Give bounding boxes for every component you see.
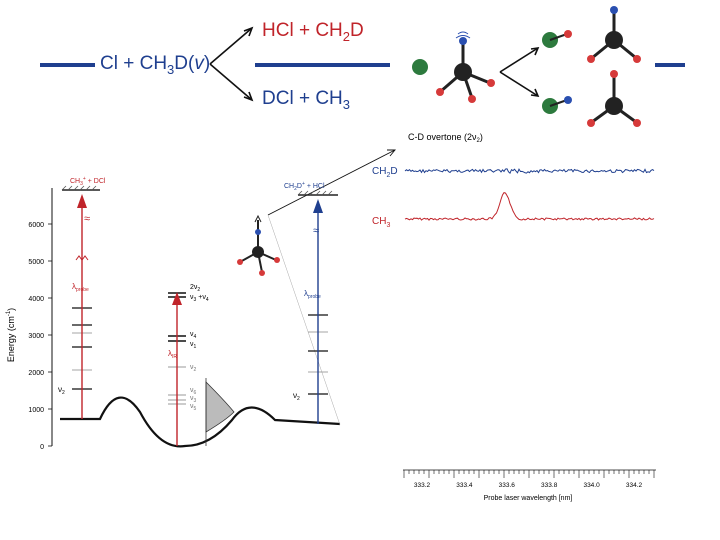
arrow-up — [209, 27, 253, 65]
left-threshold-label: CH3+ + DCl — [70, 176, 106, 187]
mid-v3v4-label: ν3 +ν4 — [190, 294, 209, 303]
wavefunction-shape — [205, 381, 235, 433]
spectrum-xlabel: Probe laser wavelength [nm] — [484, 495, 573, 502]
reactant-level — [40, 63, 95, 67]
potential-curve — [60, 396, 341, 448]
deuterium-atom — [564, 96, 572, 104]
trace-ch2d-label: CH2D — [372, 166, 398, 179]
molecule-cl-ch3d — [412, 31, 495, 103]
hydrogen-atom — [436, 88, 444, 96]
product-top-label: HCl + CH2D — [262, 20, 364, 44]
y-tick-label: 5000 — [28, 259, 44, 266]
y-tick-label: 6000 — [28, 222, 44, 229]
left-v2-label: ν2 — [58, 385, 65, 396]
left-probe-label: λprobe — [72, 282, 89, 293]
molecule-hcl-ch2d — [542, 6, 641, 63]
mid-v6-label: ν6 — [190, 387, 197, 396]
branch-arrows — [209, 26, 540, 102]
trace-ch2d — [404, 168, 655, 175]
mid-v3-label: ν3 — [190, 395, 197, 404]
mid-v1-label: ν1 — [190, 341, 197, 350]
reactant-label: Cl + CH3D(v) — [100, 53, 211, 77]
carbon-atom — [605, 97, 623, 115]
svg-text:≈: ≈ — [313, 225, 319, 237]
y-tick-label: 3000 — [28, 333, 44, 340]
right-v2-label: ν2 — [293, 391, 300, 402]
hydrogen-atom — [487, 79, 495, 87]
ir-label: λIR — [168, 349, 177, 360]
y-tick-label: 1000 — [28, 407, 44, 414]
carbon-atom — [454, 63, 472, 81]
product-bottom-label: DCl + CH3 — [262, 88, 350, 112]
arrowhead-up — [243, 26, 254, 37]
x-tick-label: 333.4 — [456, 482, 473, 489]
deuterium-atom — [610, 6, 618, 14]
y-tick-label: 2000 — [28, 370, 44, 377]
mid-2v2-label: 2ν2 — [190, 284, 200, 293]
arrowhead-mol-up — [530, 47, 540, 56]
spectrum-x-axis: 333.2 333.4 333.6 333.8 334.0 334.2 Probe las… — [403, 469, 656, 502]
hydrogen-atom — [564, 30, 572, 38]
right-probe-label: λprobe — [304, 289, 321, 300]
x-tick-label: 333.8 — [541, 482, 558, 489]
x-tick-label: 334.2 — [626, 482, 643, 489]
left-ladder: ≈ — [61, 185, 100, 419]
y-tick-label: 0 — [40, 444, 44, 451]
right-threshold-label: CH2D+ + HCl — [284, 181, 325, 192]
left-break-mark: ≈ — [84, 213, 90, 225]
y-tick-label: 4000 — [28, 296, 44, 303]
energy-axis: 0 1000 2000 3000 4000 5000 6000 Energy (cm-1) — [6, 188, 53, 451]
arrow-down — [209, 63, 253, 101]
carbon-atom — [605, 31, 623, 49]
vibration-icon — [455, 31, 471, 39]
hydrogen-atom — [610, 70, 618, 78]
arrowhead-mol-down — [530, 88, 540, 97]
arrow-mol-down — [499, 71, 539, 97]
middle-ladder — [168, 292, 235, 446]
energy-axis-label: Energy (cm-1) — [6, 308, 16, 362]
chlorine-atom — [412, 59, 428, 75]
right-ladder: ≈ — [297, 190, 338, 424]
arrowhead-down — [243, 91, 254, 102]
molecule-dcl-ch3 — [542, 70, 641, 127]
mid-v2-label: ν2 — [190, 364, 197, 373]
trace-ch3-label: CH3 — [372, 216, 390, 229]
trace-ch3 — [404, 192, 655, 221]
product-level — [255, 63, 390, 67]
hydrogen-atom — [468, 95, 476, 103]
hydrogen-atom — [633, 119, 641, 127]
x-tick-label: 333.6 — [499, 482, 516, 489]
spectrum-title: C-D overtone (2ν2) — [408, 132, 483, 144]
end-level — [655, 63, 685, 67]
hydrogen-atom — [633, 55, 641, 63]
hydrogen-atom — [587, 55, 595, 63]
x-tick-label: 334.0 — [583, 482, 600, 489]
x-tick-label: 333.2 — [414, 482, 431, 489]
mid-v5-label: ν5 — [190, 403, 197, 412]
deuterium-atom — [459, 37, 467, 45]
connector-arrow — [267, 149, 396, 216]
guide-line — [267, 214, 341, 426]
arrow-mol-up — [499, 47, 539, 73]
hydrogen-atom — [587, 119, 595, 127]
mid-v4-label: ν4 — [190, 331, 197, 340]
molecule-transition — [237, 214, 280, 276]
